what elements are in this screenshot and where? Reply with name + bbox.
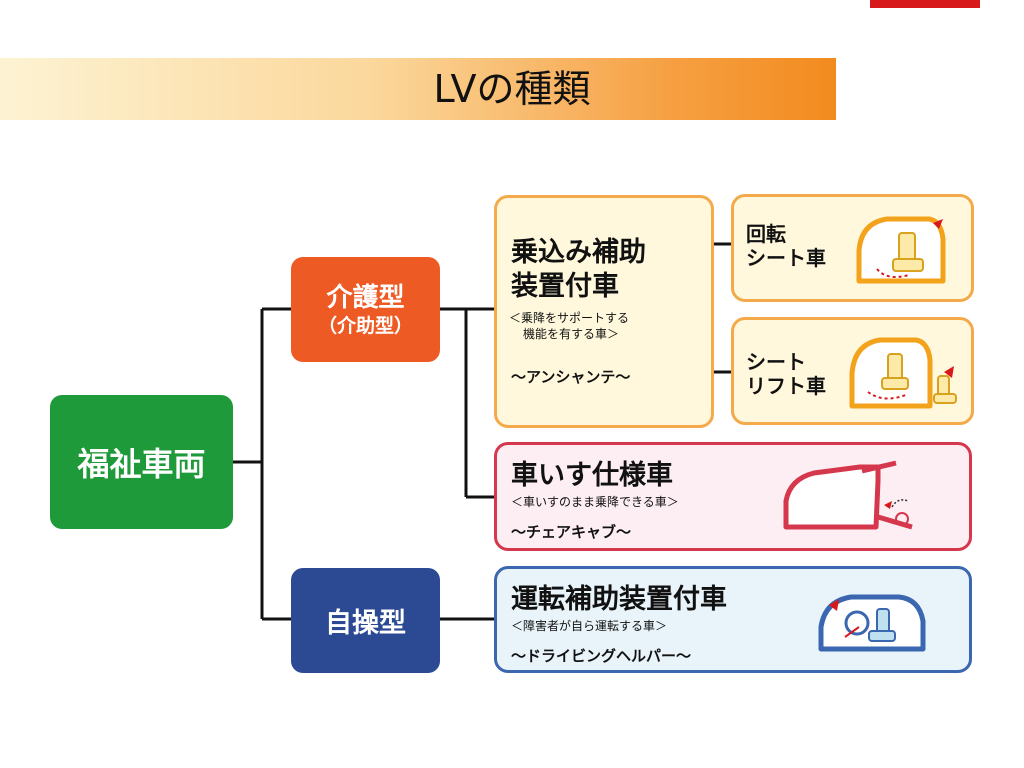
driving-aid-desc: ＜障害者が自ら運転する車＞ (511, 619, 668, 633)
seat-lift-card: シート リフト車 (731, 317, 974, 425)
rotating-seat-line1: 回転 (746, 222, 786, 246)
rotating-seat-line2: シート車 (746, 246, 826, 270)
wheelchair-brand: ～チェアキャブ～ (511, 523, 632, 541)
wheelchair-van-icon (783, 460, 913, 530)
boarding-title-line1: 乗込み補助 (511, 237, 646, 268)
boarding-desc-line2: 機能を有する車＞ (523, 327, 620, 341)
care-type-label: 介護型 (326, 282, 405, 313)
corner-accent-bar (870, 0, 980, 8)
boarding-brand: ～アンシャンテ～ (511, 368, 631, 386)
slide-title: LVの種類 (433, 67, 591, 111)
care-type-node: 介護型 （介助型） (291, 257, 440, 362)
driving-aid-brand: ～ドライビングヘルパー～ (511, 647, 692, 665)
driving-aid-title: 運転補助装置付車 (511, 584, 727, 615)
rotating-seat-card: 回転 シート車 (731, 194, 974, 302)
rotating-seat-car-icon (856, 216, 946, 284)
seat-lift-line2: リフト車 (746, 374, 826, 398)
boarding-title-line2: 装置付車 (511, 271, 619, 302)
driving-aid-card: 運転補助装置付車 ＜障害者が自ら運転する車＞ ～ドライビングヘルパー～ (494, 566, 972, 673)
root-label: 福祉車両 (77, 445, 206, 483)
wheelchair-desc: ＜車いすのまま乗降できる車＞ (511, 495, 679, 509)
title-banner (0, 58, 836, 120)
boarding-desc-line1: ＜乗降をサポートする (509, 311, 630, 325)
seat-lift-line1: シート (746, 350, 806, 374)
seat-lift-car-icon (849, 337, 957, 409)
care-type-sublabel: （介助型） (317, 314, 413, 337)
root-node: 福祉車両 (50, 395, 233, 529)
self-drive-type-label: 自操型 (325, 608, 406, 639)
self-drive-type-node: 自操型 (291, 568, 440, 673)
boarding-assist-card: 乗込み補助 装置付車 ＜乗降をサポートする 機能を有する車＞ ～アンシャンテ～ (494, 195, 714, 428)
wheelchair-card: 車いす仕様車 ＜車いすのまま乗降できる車＞ ～チェアキャブ～ (494, 442, 972, 551)
wheelchair-title: 車いす仕様車 (511, 460, 673, 491)
hand-control-car-icon (818, 594, 926, 652)
